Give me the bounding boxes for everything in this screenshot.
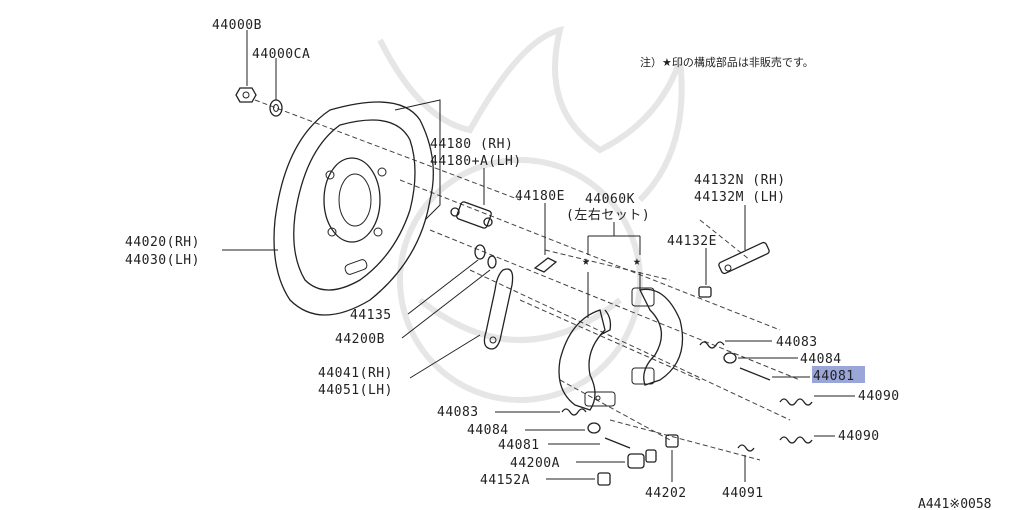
cup-44084-left: [525, 422, 601, 434]
star-mark: ★: [633, 254, 641, 269]
spring-44090-upper: [779, 395, 855, 406]
label-44084-right[interactable]: 44084: [800, 352, 842, 367]
label-44180a-lh[interactable]: 44180+A(LH): [430, 154, 522, 169]
label-44020-rh[interactable]: 44020(RH): [125, 235, 200, 250]
label-44081-right[interactable]: 44081: [813, 369, 855, 384]
cup-44084-right: [723, 352, 798, 364]
washer-44000ca: [269, 58, 283, 117]
label-44030-lh[interactable]: 44030(LH): [125, 253, 200, 268]
adjuster-spring-44132e: [698, 248, 712, 298]
retainer-44200a: [576, 449, 657, 469]
spring-44083-right: [699, 340, 772, 349]
label-44083-right[interactable]: 44083: [776, 335, 818, 350]
label-44090-lower[interactable]: 44090: [838, 429, 880, 444]
label-44180-rh[interactable]: 44180 (RH): [430, 137, 513, 152]
label-44060k[interactable]: 44060K: [585, 192, 635, 207]
label-44135[interactable]: 44135: [350, 308, 392, 323]
adjuster-assembly: [718, 205, 770, 275]
cylinder-boot-44180e: [533, 203, 558, 273]
part-highlight: [812, 366, 865, 383]
label-44180e[interactable]: 44180E: [515, 189, 565, 204]
assembly-guide-lines: [254, 99, 801, 461]
pin-44081-left: [548, 437, 631, 449]
label-44000ca[interactable]: 44000CA: [252, 47, 310, 62]
drawing-code: A441※0058: [918, 497, 992, 510]
pin-44200b: [401, 255, 497, 339]
label-44152a[interactable]: 44152A: [480, 473, 530, 488]
wheel-cylinder: [450, 168, 493, 229]
label-44041-rh[interactable]: 44041(RH): [318, 366, 393, 381]
label-44051-lh[interactable]: 44051(LH): [318, 383, 393, 398]
label-44132n-rh[interactable]: 44132N (RH): [694, 173, 786, 188]
label-44083-left[interactable]: 44083: [437, 405, 479, 420]
label-44200b[interactable]: 44200B: [335, 332, 385, 347]
back-plate: [222, 99, 441, 316]
label-44090-upper[interactable]: 44090: [858, 389, 900, 404]
label-44200a[interactable]: 44200A: [510, 456, 560, 471]
brake-shoe-left: [558, 309, 616, 411]
label-44132e[interactable]: 44132E: [667, 234, 717, 249]
pin-44081-right: [739, 367, 810, 381]
washer-44135: [407, 244, 486, 315]
label-44081-left[interactable]: 44081: [498, 438, 540, 453]
spring-44090-lower: [779, 435, 835, 444]
star-mark: ★: [582, 254, 590, 269]
label-44202[interactable]: 44202: [645, 486, 687, 501]
plug-44152a: [546, 472, 611, 486]
label-44000b[interactable]: 44000B: [212, 18, 262, 33]
nut-44000b: [235, 30, 257, 103]
label-44132m-lh[interactable]: 44132M (LH): [694, 190, 786, 205]
label-44091[interactable]: 44091: [722, 486, 764, 501]
brake-shoe-right: [631, 287, 684, 386]
parking-lever: [409, 268, 514, 379]
note-text: 注）★印の構成部品は非販売です。: [640, 55, 814, 69]
spring-44083-left: [495, 408, 587, 416]
adjuster-44202: [665, 434, 679, 482]
spring-44091: [737, 444, 755, 482]
shoe-set-bracket: ★ ★: [582, 222, 641, 318]
label-44084-left[interactable]: 44084: [467, 423, 509, 438]
label-44060k-sub: (左右セット): [566, 208, 650, 223]
